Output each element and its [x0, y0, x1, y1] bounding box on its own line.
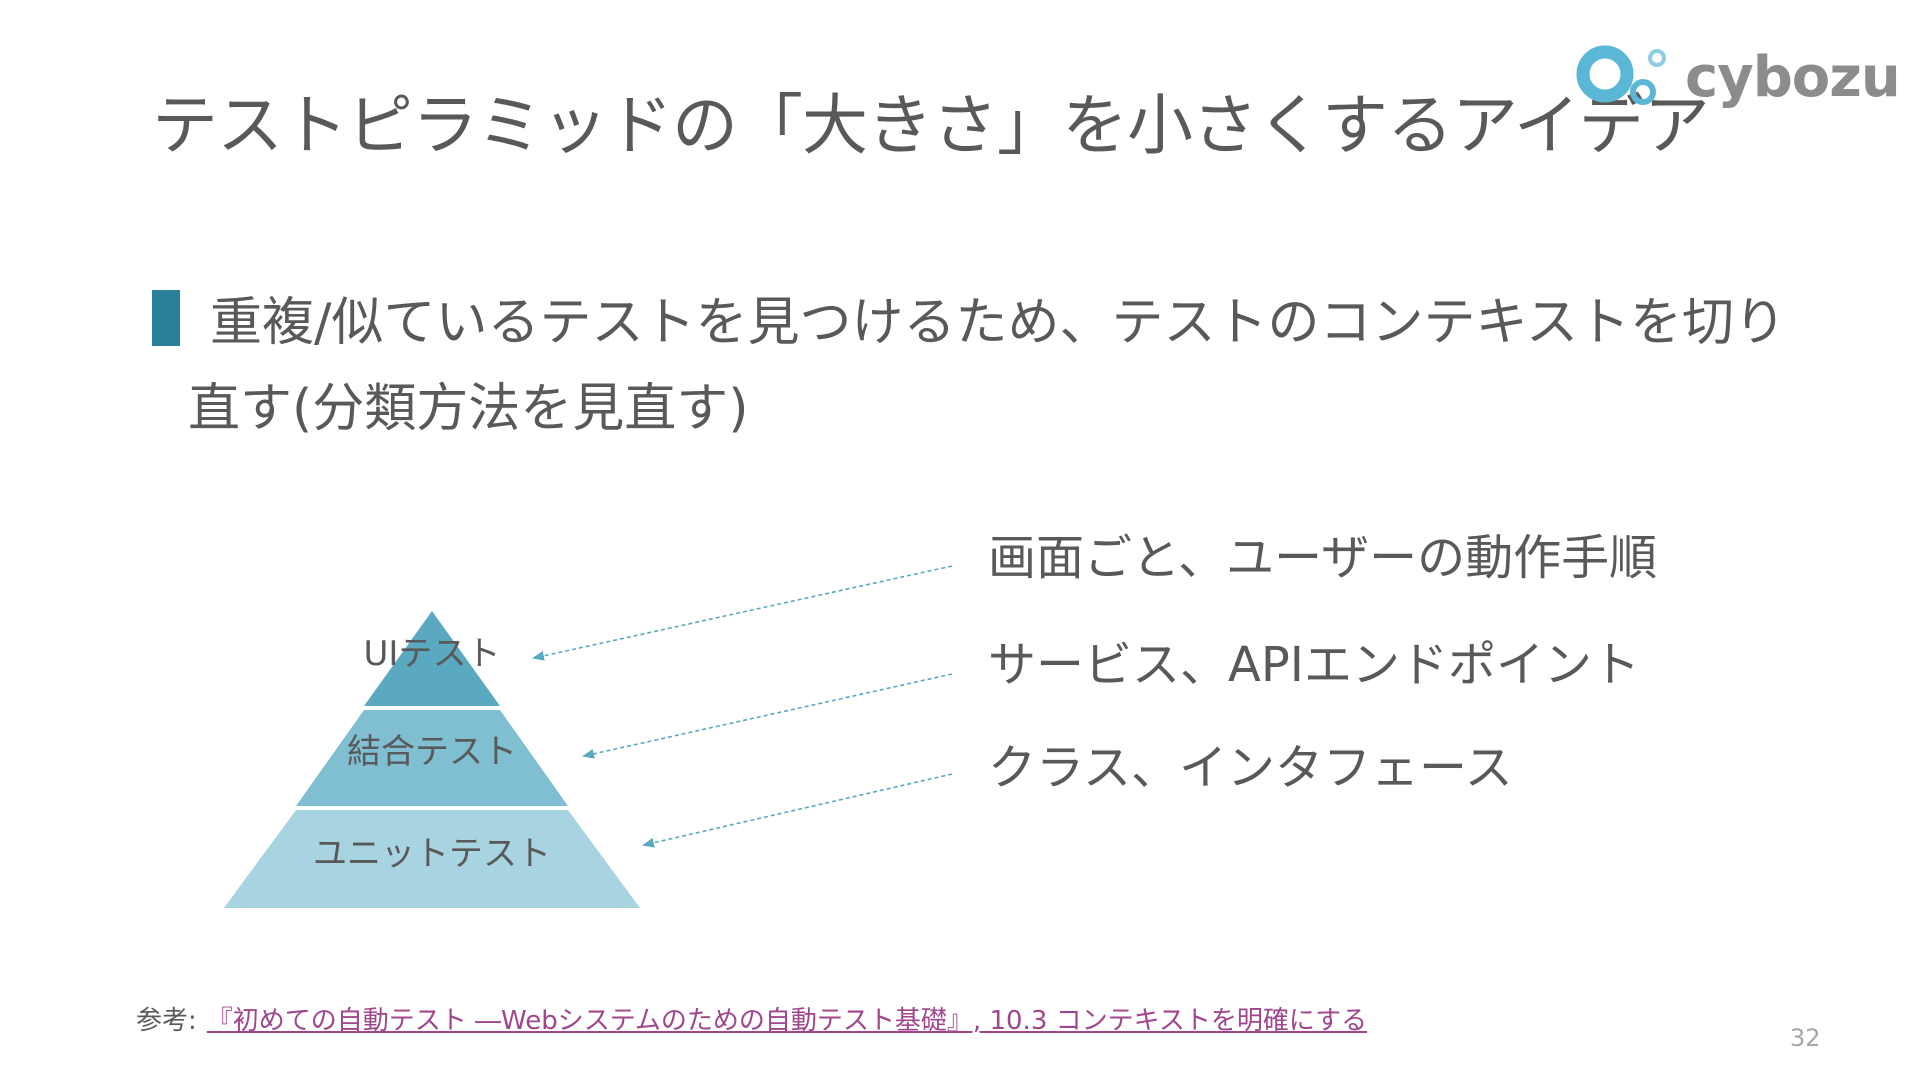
pyramid-tier-integration — [296, 710, 568, 806]
pyramid-label-integration: 結合テスト — [347, 732, 517, 772]
page-number: 32 — [1790, 1024, 1821, 1052]
reference-link[interactable]: 『初めての自動テスト ―Webシステムのための自動テスト基礎』, 10.3 コン… — [206, 1006, 1368, 1036]
description-integration: サービス、APIエンドポイント — [988, 637, 1640, 693]
logo-text: cybozu — [1685, 45, 1901, 110]
description-ui: 画面ごと、ユーザーの動作手順 — [988, 530, 1658, 586]
pyramid-tier-unit — [224, 810, 640, 908]
pyramid-label-ui: UIテスト — [363, 634, 501, 674]
bullet-text: 重複/似ているテストを見つけるため、テストのコンテキストを切り直す(分類方法を見… — [188, 293, 1786, 439]
logo-rings-icon — [1576, 45, 1666, 105]
bullet-marker — [152, 290, 180, 346]
arrow-unit — [642, 773, 953, 848]
pyramid-tier-ui — [364, 611, 500, 706]
reference-note: 参考: 『初めての自動テスト ―Webシステムのための自動テスト基礎』, 10.3… — [136, 1000, 1367, 1037]
arrow-ui — [532, 565, 953, 661]
description-unit: クラス、インタフェース — [988, 740, 1513, 796]
reference-prefix: 参考: — [136, 1006, 197, 1036]
slide-title: テストピラミッドの「大きさ」を小さくするアイデア — [152, 87, 1710, 164]
cybozu-logo: cybozu — [1575, 44, 1901, 124]
pyramid-label-unit: ユニットテスト — [313, 834, 551, 874]
